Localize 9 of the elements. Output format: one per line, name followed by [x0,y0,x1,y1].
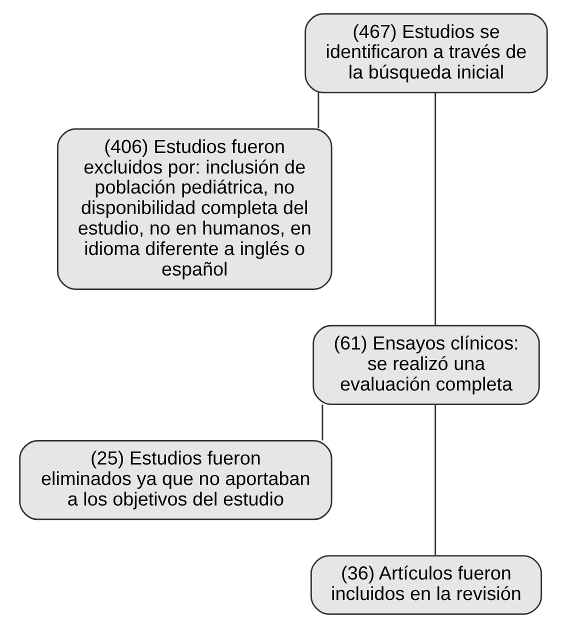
node-box: (25) Estudios fueron eliminados ya que no aportaban a los objetivos del estudio [19,440,332,520]
node-box: (406) Estudios fueron excluidos por: inclusión de población pediátrica, no disponibilidad completa del estudio, no en humanos, en idioma diferente a inglés o español [56,128,332,290]
connector [318,92,320,128]
connector [434,92,436,326]
node-box: (36) Artículos fueron incluidos en la revisión [310,555,542,615]
node-box: (467) Estudios se identificaron a través de la búsqueda inicial [304,13,548,94]
connector [434,404,436,556]
node-box: (61) Ensayos clínicos: se realizó una evaluación completa [312,324,540,406]
connector [322,404,324,440]
